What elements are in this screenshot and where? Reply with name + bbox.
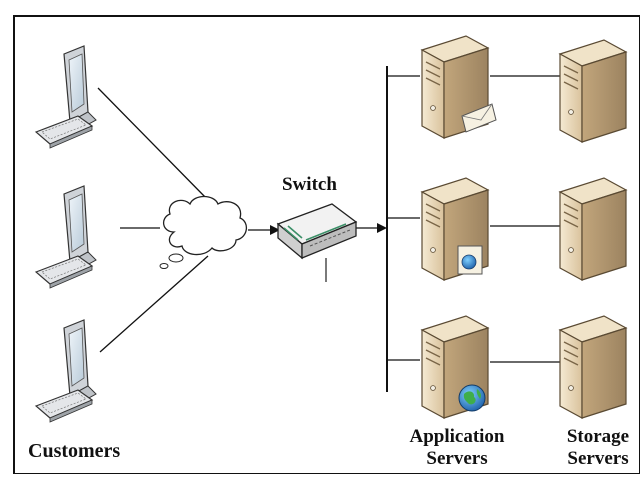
web-document-icon xyxy=(457,245,483,275)
link-customer-1-cloud xyxy=(97,87,209,201)
envelope-icon xyxy=(461,103,497,133)
arrow-to-servers xyxy=(377,223,387,233)
link-customer-3-cloud xyxy=(99,255,209,353)
storage-server-2-icon xyxy=(559,177,627,281)
customers-label: Customers xyxy=(28,440,121,462)
network-switch-icon xyxy=(276,203,358,282)
application-servers-label-line2: Servers xyxy=(426,448,488,469)
storage-servers-label: Storage Servers xyxy=(548,426,640,470)
cloud-icon xyxy=(159,195,248,270)
application-servers-label-line1: Application xyxy=(409,426,505,447)
arrow-to-switch xyxy=(270,225,280,235)
customer-computer-2-icon xyxy=(35,185,97,289)
switch-label: Switch xyxy=(282,174,337,195)
arrowheads xyxy=(270,223,387,235)
connector-lines xyxy=(97,66,560,392)
application-servers-label: Application Servers xyxy=(392,426,522,470)
globe-icon xyxy=(458,384,486,412)
customer-computer-1-icon xyxy=(35,45,97,149)
storage-server-1-icon xyxy=(559,39,627,143)
storage-servers-label-line1: Storage xyxy=(566,426,630,447)
storage-servers-label-line2: Servers xyxy=(567,448,629,469)
storage-server-3-icon xyxy=(559,315,627,419)
customer-computer-3-icon xyxy=(35,319,97,423)
